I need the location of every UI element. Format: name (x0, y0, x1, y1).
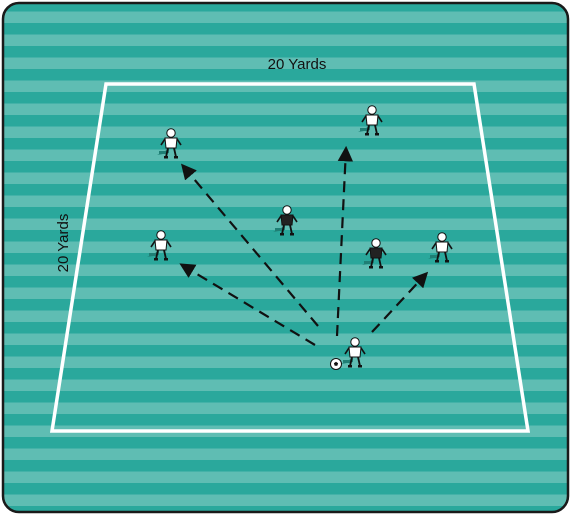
field-stripe (0, 242, 571, 254)
field-stripe (0, 288, 571, 300)
field-stripe (0, 127, 571, 139)
field-stripe (0, 12, 571, 24)
top-dimension-label: 20 Yards (268, 56, 327, 73)
field-stripe (0, 380, 571, 392)
field-stripe (0, 472, 571, 484)
field-stripe (0, 403, 571, 415)
field-stripe (0, 449, 571, 461)
field-stripe (0, 334, 571, 346)
field-stripe (0, 357, 571, 369)
field-stripe (0, 81, 571, 93)
soccer-ball-icon (331, 359, 342, 370)
field-stripe (0, 173, 571, 185)
field-stripe (0, 35, 571, 47)
field-stripe (0, 311, 571, 323)
field-stripe (0, 104, 571, 116)
side-dimension-label: 20 Yards (55, 214, 72, 273)
field-stripe (0, 265, 571, 277)
field-stripe (0, 495, 571, 507)
